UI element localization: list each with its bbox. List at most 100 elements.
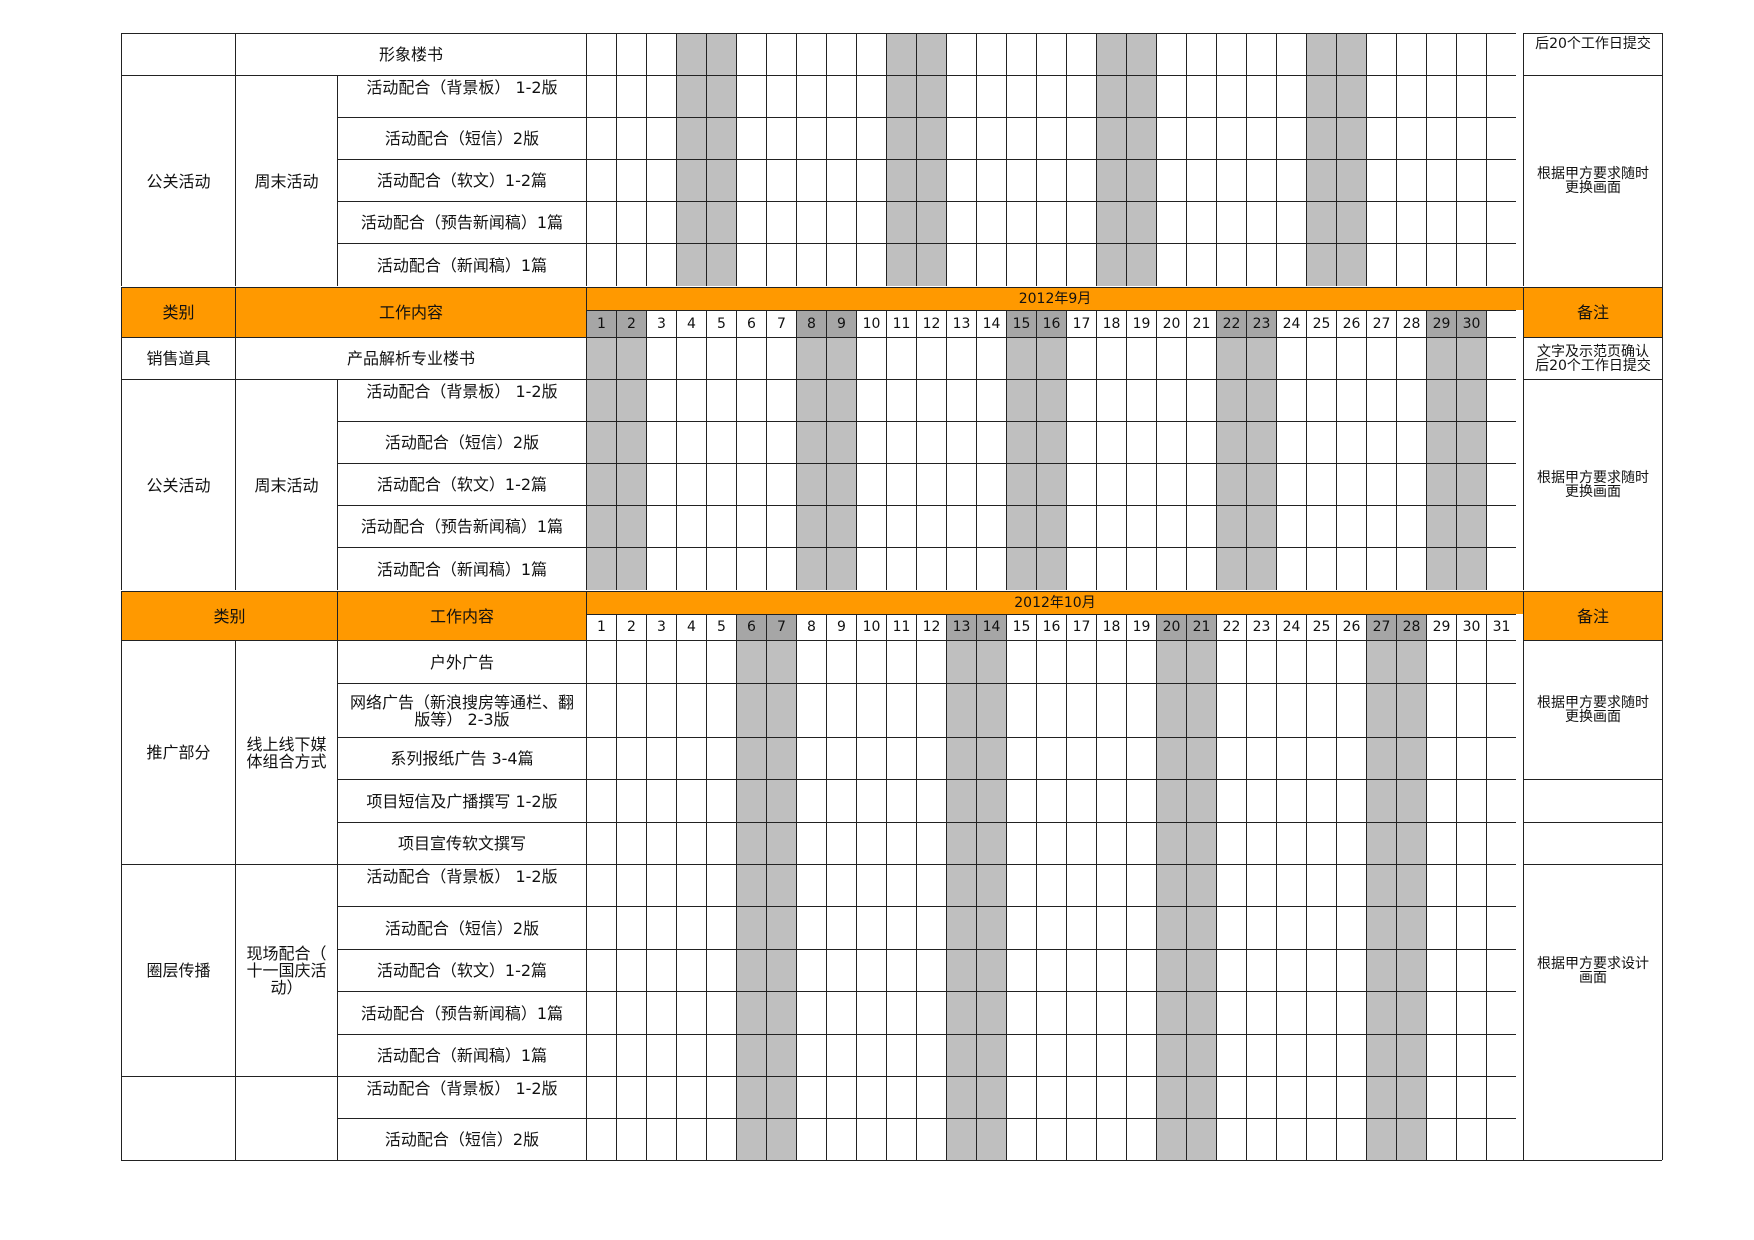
schedule-cell[interactable]: [856, 683, 886, 737]
schedule-cell[interactable]: [1006, 906, 1036, 949]
schedule-cell[interactable]: [976, 949, 1006, 991]
schedule-cell[interactable]: [1336, 159, 1366, 201]
schedule-cell[interactable]: [1186, 337, 1216, 379]
schedule-cell[interactable]: [1336, 906, 1366, 949]
schedule-cell[interactable]: [826, 159, 856, 201]
schedule-cell[interactable]: [1186, 683, 1216, 737]
schedule-cell[interactable]: [646, 1118, 676, 1160]
schedule-cell[interactable]: [1006, 243, 1036, 286]
schedule-cell[interactable]: [1216, 906, 1246, 949]
schedule-cell[interactable]: [1216, 421, 1246, 463]
schedule-cell[interactable]: [736, 201, 766, 243]
schedule-cell[interactable]: [1486, 640, 1516, 683]
schedule-cell[interactable]: [1006, 505, 1036, 547]
schedule-cell[interactable]: [1396, 683, 1426, 737]
schedule-cell[interactable]: [1276, 243, 1306, 286]
schedule-cell[interactable]: [1276, 906, 1306, 949]
schedule-cell[interactable]: [796, 159, 826, 201]
schedule-cell[interactable]: [796, 243, 826, 286]
schedule-cell[interactable]: [1216, 243, 1246, 286]
schedule-cell[interactable]: [1006, 737, 1036, 779]
schedule-cell[interactable]: [1246, 683, 1276, 737]
schedule-cell[interactable]: [1096, 421, 1126, 463]
schedule-cell[interactable]: [1156, 1034, 1186, 1076]
schedule-cell[interactable]: [946, 547, 976, 590]
schedule-cell[interactable]: [736, 1034, 766, 1076]
schedule-cell[interactable]: [1066, 379, 1096, 421]
schedule-cell[interactable]: [1246, 1076, 1276, 1118]
schedule-cell[interactable]: [1036, 337, 1066, 379]
schedule-cell[interactable]: [1426, 117, 1456, 159]
schedule-cell[interactable]: [706, 779, 736, 822]
schedule-cell[interactable]: [1396, 379, 1426, 421]
schedule-cell[interactable]: [1006, 337, 1036, 379]
schedule-cell[interactable]: [1366, 117, 1396, 159]
schedule-cell[interactable]: [586, 117, 616, 159]
schedule-cell[interactable]: [1066, 737, 1096, 779]
schedule-cell[interactable]: [706, 737, 736, 779]
schedule-cell[interactable]: [946, 33, 976, 75]
schedule-cell[interactable]: [676, 243, 706, 286]
schedule-cell[interactable]: [1306, 1076, 1336, 1118]
schedule-cell[interactable]: [916, 640, 946, 683]
schedule-cell[interactable]: [886, 640, 916, 683]
schedule-cell[interactable]: [586, 421, 616, 463]
schedule-cell[interactable]: [706, 949, 736, 991]
schedule-cell[interactable]: [916, 1034, 946, 1076]
schedule-cell[interactable]: [976, 379, 1006, 421]
schedule-cell[interactable]: [1006, 1118, 1036, 1160]
schedule-cell[interactable]: [1366, 991, 1396, 1034]
schedule-cell[interactable]: [736, 379, 766, 421]
schedule-cell[interactable]: [976, 505, 1006, 547]
schedule-cell[interactable]: [1156, 949, 1186, 991]
schedule-cell[interactable]: [1246, 949, 1276, 991]
schedule-cell[interactable]: [1216, 683, 1246, 737]
schedule-cell[interactable]: [1216, 1076, 1246, 1118]
schedule-cell[interactable]: [1366, 505, 1396, 547]
schedule-cell[interactable]: [946, 201, 976, 243]
schedule-cell[interactable]: [1246, 1034, 1276, 1076]
schedule-cell[interactable]: [946, 463, 976, 505]
schedule-cell[interactable]: [1186, 379, 1216, 421]
schedule-cell[interactable]: [1006, 463, 1036, 505]
schedule-cell[interactable]: [1036, 379, 1066, 421]
schedule-cell[interactable]: [916, 779, 946, 822]
schedule-cell[interactable]: [1276, 505, 1306, 547]
schedule-cell[interactable]: [886, 243, 916, 286]
schedule-cell[interactable]: [1426, 337, 1456, 379]
schedule-cell[interactable]: [616, 864, 646, 906]
schedule-cell[interactable]: [1306, 243, 1336, 286]
schedule-cell[interactable]: [1336, 421, 1366, 463]
schedule-cell[interactable]: [766, 906, 796, 949]
schedule-cell[interactable]: [1246, 779, 1276, 822]
schedule-cell[interactable]: [586, 949, 616, 991]
schedule-cell[interactable]: [856, 1118, 886, 1160]
schedule-cell[interactable]: [1366, 949, 1396, 991]
schedule-cell[interactable]: [976, 117, 1006, 159]
schedule-cell[interactable]: [856, 117, 886, 159]
schedule-cell[interactable]: [1276, 779, 1306, 822]
schedule-cell[interactable]: [1366, 683, 1396, 737]
schedule-cell[interactable]: [1276, 547, 1306, 590]
schedule-cell[interactable]: [1006, 1034, 1036, 1076]
schedule-cell[interactable]: [616, 159, 646, 201]
schedule-cell[interactable]: [676, 640, 706, 683]
schedule-cell[interactable]: [616, 421, 646, 463]
schedule-cell[interactable]: [1066, 1034, 1096, 1076]
schedule-cell[interactable]: [676, 1034, 706, 1076]
schedule-cell[interactable]: [1066, 547, 1096, 590]
schedule-cell[interactable]: [1426, 737, 1456, 779]
schedule-cell[interactable]: [736, 640, 766, 683]
schedule-cell[interactable]: [1156, 547, 1186, 590]
schedule-cell[interactable]: [826, 1076, 856, 1118]
schedule-cell[interactable]: [736, 864, 766, 906]
schedule-cell[interactable]: [1126, 1034, 1156, 1076]
schedule-cell[interactable]: [1246, 737, 1276, 779]
schedule-cell[interactable]: [916, 864, 946, 906]
schedule-cell[interactable]: [676, 505, 706, 547]
schedule-cell[interactable]: [1426, 243, 1456, 286]
schedule-cell[interactable]: [1126, 864, 1156, 906]
schedule-cell[interactable]: [616, 201, 646, 243]
schedule-cell[interactable]: [1246, 640, 1276, 683]
schedule-cell[interactable]: [1336, 201, 1366, 243]
